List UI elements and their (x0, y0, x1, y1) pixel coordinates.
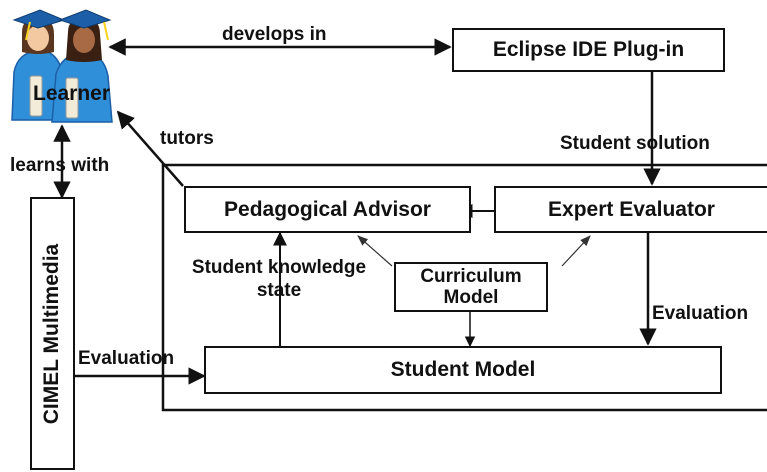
evaluation-left-label: Evaluation (78, 348, 175, 369)
develops-in-label: develops in (222, 24, 327, 45)
expert-evaluator-box: Expert Evaluator (494, 186, 767, 233)
curriculum-model-box: Curriculum Model (394, 262, 548, 312)
pedagogical-advisor-box: Pedagogical Advisor (184, 186, 471, 233)
student-solution-label: Student solution (560, 133, 710, 154)
eclipse-ide-plugin-box: Eclipse IDE Plug-in (452, 28, 725, 72)
eclipse-ide-plugin-label: Eclipse IDE Plug-in (492, 38, 685, 61)
pedagogical-advisor-label: Pedagogical Advisor (224, 197, 431, 221)
expert-evaluator-label: Expert Evaluator (548, 197, 715, 221)
system-frame (161, 163, 767, 412)
learner-graduates-icon (11, 9, 113, 123)
curriculum-to-advisor-arrow (357, 235, 393, 267)
student-model-box: Student Model (204, 346, 722, 394)
knowledge-state-label: Student knowledge state (191, 257, 367, 301)
evaluation-right-label: Evaluation (652, 303, 749, 324)
cimel-multimedia-label: CIMEL Multimedia (40, 243, 64, 424)
learns-with-label: learns with (10, 155, 110, 176)
cimel-multimedia-box: CIMEL Multimedia (30, 197, 75, 470)
learner-label: Learner (33, 82, 111, 105)
student-model-label: Student Model (390, 358, 536, 381)
tutors-label: tutors (160, 128, 214, 149)
curriculum-model-label: Curriculum Model (420, 266, 522, 308)
curriculum-to-evaluator-arrow (561, 235, 591, 267)
tutors-arrow (116, 110, 184, 187)
